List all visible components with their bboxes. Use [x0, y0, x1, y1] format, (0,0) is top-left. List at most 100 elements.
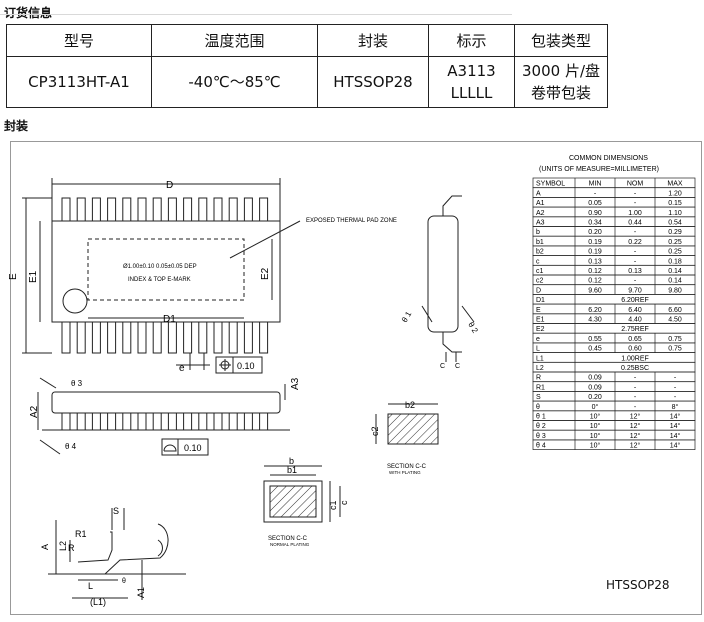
tolerance-box-2	[161, 438, 209, 456]
dims-cell-value: 0.19	[588, 239, 602, 246]
bottom-leads	[61, 321, 269, 354]
dims-cell-symbol: L1	[536, 355, 544, 362]
dims-cell-value: 9.60	[588, 287, 602, 294]
label-section1-sub: WITH PLATING	[389, 470, 421, 475]
label-D1: D1	[163, 314, 176, 325]
end-view-body	[427, 215, 459, 333]
top-leads	[61, 197, 269, 222]
top-lead	[107, 197, 117, 222]
dims-cell-symbol: SYMBOL	[536, 181, 565, 188]
side-lead	[152, 412, 162, 431]
dims-cell-value: 10°	[590, 422, 601, 430]
dims-cell-value: 1.00REF	[621, 355, 649, 362]
bottom-lead	[107, 321, 117, 354]
exposed-pad-outline	[87, 238, 245, 301]
bottom-lead	[167, 321, 177, 354]
dims-cell-symbol: c	[536, 258, 540, 265]
label-theta: θ	[122, 578, 126, 585]
dims-cell-value: 0.15	[668, 200, 682, 207]
label-dep: Ø1.00±0.10 0.05±0.05 DEP	[123, 264, 197, 270]
label-b2: b2	[405, 400, 415, 410]
dims-cell-value: 6.60	[668, 307, 682, 314]
dims-cell-symbol: θ 3	[536, 433, 546, 440]
side-lead	[61, 412, 71, 431]
side-lead	[122, 412, 132, 431]
dims-cell-symbol: E	[536, 307, 541, 314]
dims-cell-value: 0.19	[588, 249, 602, 256]
dims-cell-value: 0.18	[668, 258, 682, 265]
dims-cell-value: 10°	[590, 442, 601, 450]
dims-cell-value: 0.12	[588, 278, 602, 285]
package-name: HTSSOP28	[606, 578, 670, 592]
label-E: E	[8, 273, 19, 280]
top-lead	[259, 197, 269, 222]
dims-row: L1 1.00REF	[532, 352, 696, 363]
dims-cell-value: 0.09	[588, 375, 602, 382]
dims-cell-value: 1.00	[628, 210, 642, 217]
section-b2-shape	[387, 413, 439, 445]
dims-cell-symbol: b1	[536, 239, 544, 246]
section-b2	[375, 403, 439, 445]
side-lead	[198, 412, 208, 431]
bottom-lead	[61, 321, 71, 354]
header-temp: 温度范围	[151, 24, 318, 57]
order-info-title: 订货信息	[4, 6, 53, 20]
dims-cell-value: -	[674, 375, 677, 382]
label-b: b	[289, 456, 294, 466]
side-lead	[259, 412, 269, 431]
cell-temp: -40℃～85℃	[151, 56, 318, 108]
dims-cell-symbol: L	[536, 346, 540, 353]
label-S: S	[113, 506, 119, 516]
dims-cell-value: 6.20REF	[621, 297, 649, 304]
top-view	[22, 178, 301, 374]
dims-cell-symbol: θ 4	[536, 443, 546, 450]
dims-cell-value: -	[634, 384, 637, 391]
dims-cell-value: -	[634, 394, 637, 401]
label-A: A	[40, 544, 50, 550]
top-lead	[198, 197, 208, 222]
top-lead	[228, 197, 238, 222]
dims-cell-value: -	[634, 190, 637, 197]
dims-cell-value: 12°	[630, 442, 641, 450]
dims-cell-value: 4.50	[668, 317, 682, 324]
dims-cell-value: -	[634, 200, 637, 207]
package-title: 封装	[4, 119, 29, 133]
dims-cell-value: -	[634, 404, 637, 411]
label-theta2: θ 2	[466, 321, 480, 336]
dims-cell-symbol: c2	[536, 278, 544, 285]
side-lead	[91, 412, 101, 431]
label-theta4: θ 4	[65, 442, 77, 451]
dims-cell-value: 0.54	[668, 220, 682, 227]
label-thermal-pad: EXPOSED THERMAL PAD ZONE	[306, 218, 397, 224]
bottom-lead	[137, 321, 147, 354]
dims-cell-value: 0.34	[588, 220, 602, 227]
dims-cell-value: -	[674, 384, 677, 391]
dims-cell-value: 14°	[670, 422, 681, 430]
dims-cell-value: 0.22	[628, 239, 642, 246]
dims-cell-value: 0.65	[628, 336, 642, 343]
section-b	[263, 465, 341, 523]
dims-cell-value: 0.05	[588, 200, 602, 207]
bottom-lead	[122, 321, 132, 354]
marking-line-1: A3113	[447, 62, 496, 80]
label-C1: C	[440, 363, 445, 370]
dims-cell-value: 0.14	[668, 268, 682, 275]
dims-cell-symbol: A1	[536, 200, 545, 207]
dims-cell-value: 4.30	[588, 317, 602, 324]
dims-cell-value: -	[634, 249, 637, 256]
dims-row: A--1.20	[532, 187, 696, 198]
side-leads	[61, 412, 269, 431]
bottom-lead	[152, 321, 162, 354]
lead-detail	[48, 508, 186, 600]
label-tol-2: 0.10	[184, 443, 202, 453]
dims-cell-symbol: A3	[536, 220, 545, 227]
tolerance-box-1	[215, 356, 263, 374]
dims-cell-value: 10°	[590, 413, 601, 421]
